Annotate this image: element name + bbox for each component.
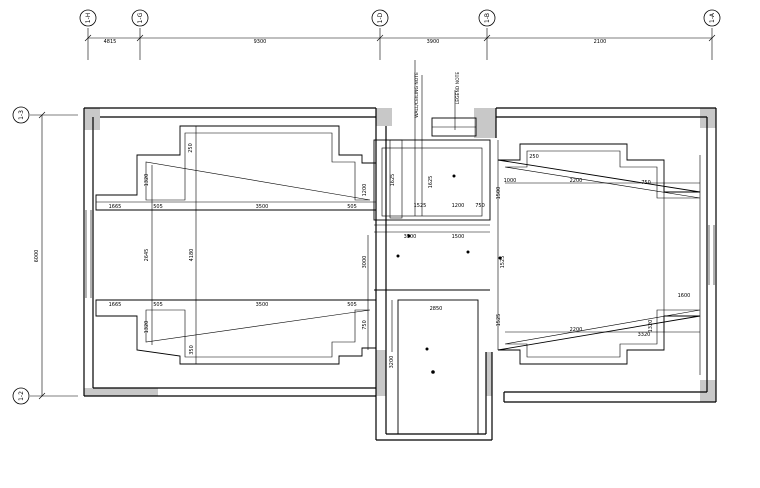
right-dim-1: 1000 — [504, 178, 517, 184]
left-side-dim-3: 1320 — [144, 321, 150, 334]
center-dim-12: 1525 — [500, 256, 506, 269]
right-dim-6: 250 — [529, 154, 539, 160]
center-dim-13: 750 — [475, 203, 485, 209]
right-dim-3: 1525 — [496, 314, 502, 327]
svg-text:1-H: 1-H — [85, 13, 92, 24]
axis-bubble-1B: 1-B — [478, 9, 496, 27]
center-dim-4: 1525 — [414, 203, 427, 209]
top-dim-2: 9300 — [254, 39, 267, 45]
svg-text:1-D: 1-D — [377, 12, 384, 23]
vertical-note-1: WALL/CEILING NOTE — [414, 72, 420, 118]
right-dim-7: 1600 — [678, 293, 691, 299]
right-dim-9: 1500 — [496, 187, 502, 200]
left-row1-dim-2: 505 — [153, 204, 163, 210]
center-dim-10: 3200 — [389, 356, 395, 369]
center-dim-3: 1200 — [362, 184, 368, 197]
right-dim-5: 750 — [641, 180, 651, 186]
svg-text:1-3: 1-3 — [18, 110, 25, 120]
svg-text:1-B: 1-B — [484, 13, 491, 23]
left-dimension-line: 6000 — [30, 111, 78, 400]
light-symbol — [431, 370, 435, 374]
top-dim-4: 2100 — [594, 39, 607, 45]
axis-bubble-1-3: 1-3 — [12, 106, 30, 124]
svg-text:1-2: 1-2 — [18, 391, 25, 401]
left-row1-dim-3: 3500 — [256, 204, 269, 210]
top-dim-1: 4815 — [104, 39, 117, 45]
top-dimension-line: 4815 9300 3900 2100 — [84, 28, 716, 60]
light-symbol — [452, 174, 456, 178]
left-row2-dim-4: 505 — [347, 302, 357, 308]
outer-walls — [83, 107, 717, 441]
light-symbol — [498, 256, 502, 260]
left-side-dim-2: 4180 — [189, 249, 195, 262]
left-row1-dim-1: 1665 — [109, 204, 122, 210]
center-dim-8: 3000 — [362, 256, 368, 269]
axis-bubble-1G: 1-G — [131, 9, 149, 27]
axis-bubble-1A: 1-A — [703, 9, 721, 27]
light-symbol — [407, 234, 411, 238]
axis-bubble-1D: 1-D — [371, 9, 389, 27]
left-row1-dim-4: 505 — [347, 204, 357, 210]
right-dim-4: 2200 — [570, 327, 583, 333]
vertical-note-2: LEGEND NOTE — [455, 72, 461, 105]
left-top-dim-1: 250 — [188, 143, 194, 153]
svg-text:1-G: 1-G — [137, 12, 144, 23]
left-side-dim-1: 2645 — [144, 249, 150, 262]
center-dim-9: 2850 — [430, 306, 443, 312]
light-symbol — [425, 347, 429, 351]
right-dim-2: 2200 — [570, 178, 583, 184]
left-dim: 6000 — [34, 250, 40, 263]
top-dim-3: 3900 — [427, 39, 440, 45]
light-symbol — [396, 254, 400, 258]
left-row2-dim-2: 505 — [153, 302, 163, 308]
left-side-dim-4: 350 — [189, 345, 195, 355]
left-room-ceiling: 1665 505 3500 505 1665 505 3500 505 250 … — [95, 125, 377, 365]
left-row2-dim-3: 3500 — [256, 302, 269, 308]
center-dim-7: 1500 — [452, 234, 465, 240]
center-dim-1: 1625 — [390, 174, 396, 187]
center-dim-2: 1625 — [428, 176, 434, 189]
center-stair: WALL/CEILING NOTE LEGEND NOTE 1625 1625 … — [362, 60, 506, 435]
right-dim-8: 3320 — [638, 332, 651, 338]
right-dim-10: 1320 — [648, 320, 654, 333]
center-dim-11: 750 — [362, 320, 368, 330]
axis-bubble-1-2: 1-2 — [12, 387, 30, 405]
right-room-ceiling: 1000 2200 1525 2200 750 250 1600 3320 15… — [496, 143, 701, 365]
left-top-dim-2: 1320 — [144, 174, 150, 187]
axis-bubble-1H: 1-H — [79, 9, 97, 27]
center-dim-5: 1200 — [452, 203, 465, 209]
left-row2-dim-1: 1665 — [109, 302, 122, 308]
light-symbol — [466, 250, 470, 254]
svg-text:1-A: 1-A — [709, 12, 716, 23]
